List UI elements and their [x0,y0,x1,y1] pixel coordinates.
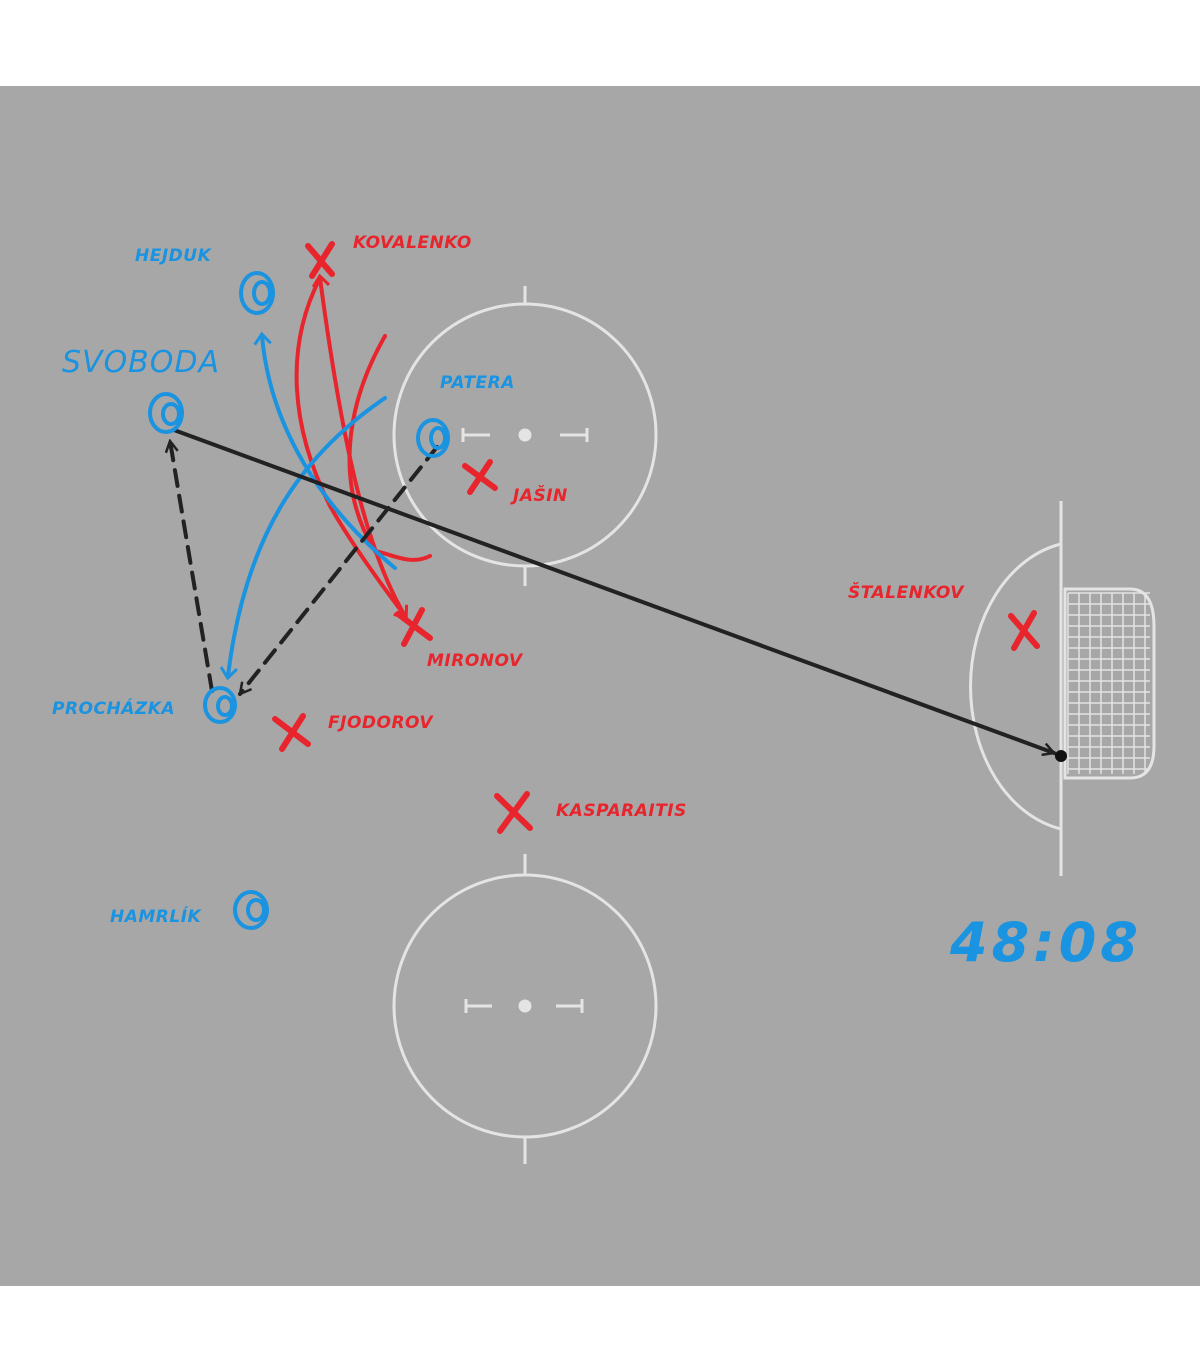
goal-net [1067,592,1150,774]
red-player-markers [272,241,1040,834]
blue-player-markers [148,271,450,930]
player-marker-hejduk [239,271,275,315]
blue-skating-paths [219,331,397,681]
player-marker-prochazka [203,686,237,724]
faceoff-circle-lower [392,854,658,1164]
player-label-stalenkov: ŠTALENKOV [848,581,965,603]
player-label-hamrlik: HAMRLÍK [110,905,203,927]
player-marker-stalenkov [1008,610,1040,651]
player-marker-kasparaitis [494,791,533,834]
player-marker-patera [416,418,450,458]
puck [1055,750,1067,762]
player-marker-hamrlik [233,890,269,930]
player-label-fjodorov: FJODOROV [328,713,434,733]
game-clock: 48:08 [949,911,1142,974]
player-label-jasin: JAŠIN [510,484,568,506]
player-marker-fjodorov [272,713,311,752]
player-marker-mironov [395,607,433,647]
player-marker-jasin [462,459,498,495]
goal-area [969,501,1156,876]
pass-prochazka-to-svoboda [170,441,214,693]
player-label-patera: PATERA [440,373,515,393]
player-label-hejduk: HEJDUK [135,246,213,266]
faceoff-circle-upper [392,286,658,586]
player-marker-svoboda [148,392,184,434]
player-label-prochazka: PROCHÁZKA [52,697,175,719]
pass-lines [170,428,1054,753]
rink-background [0,86,1200,1286]
player-marker-kovalenko [305,241,335,279]
player-label-svoboda: SVOBODA [62,345,220,380]
player-label-kasparaitis: KASPARAITIS [556,801,687,821]
shot-line [172,428,1054,753]
player-label-kovalenko: KOVALENKO [353,233,472,253]
player-label-mironov: MIRONOV [427,651,524,671]
pass-patera-to-prochazka [238,445,439,694]
hockey-play-diagram: HEJDUK SVOBODA PATERA PROCHÁZKA HAMRLÍK … [0,86,1200,1286]
